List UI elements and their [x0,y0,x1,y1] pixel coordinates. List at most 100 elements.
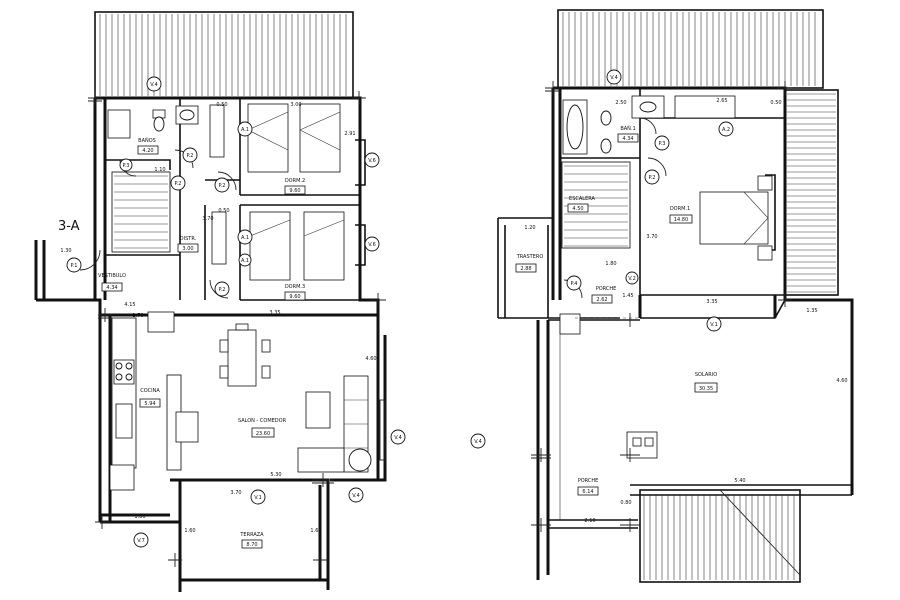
wardrobe-dorm2 [209,104,225,158]
tag-v4-upper: V.4 [610,75,618,81]
toilet [153,116,165,132]
dim-g-12: 3.70 [230,490,241,496]
bed-dorm1 [699,175,773,261]
room-labels: BAÑOS 4.20 DORM.2 9.60 DORM.3 9.60 DISTR… [98,125,718,549]
room-name-escalera: ESCALERA [569,196,595,202]
room-area-escalera: 4.50 [572,206,583,212]
dim-g-2: 1.10 [154,167,165,173]
door-swings-ground [79,149,237,299]
tag-v1-upper: V.1 [710,322,718,328]
upper-floor-plan [497,9,854,583]
dim-g-0: 0.50 [216,102,227,108]
tag-a1-b: A.1 [241,235,249,241]
element-tags: V.4 V.6 V.6 V.4 V.4 V.1 V.7 P.1 P.2 P.2 … [66,69,734,548]
dim-g-4: 2.91 [344,131,355,137]
dim-u-9: 5.40 [734,478,745,484]
dim-g-15: 1.60 [310,528,321,534]
tag-v1: V.1 [254,495,262,501]
room-area-porche-upper: 2.62 [596,297,607,303]
staircase-upper [561,161,631,249]
tag-p2-upper: P.2 [648,175,655,181]
room-area-vestibulo: 4.34 [106,285,117,291]
room-area-porche-lower: 6.14 [582,489,593,495]
dim-u-7: 3.70 [646,234,657,240]
room-name-porche-lower: PORCHE [578,478,599,484]
dim-g-9: 3.35 [269,310,280,316]
tag-v6-b: V.6 [368,242,376,248]
tag-v4-upper-side: V.4 [474,439,482,445]
room-area-solario: 30.35 [699,386,713,392]
tag-p3-upper: P.3 [658,141,665,147]
tag-p3: P.3 [122,163,129,169]
kitchen-units [109,311,199,491]
dim-g-5: 0.50 [218,208,229,214]
dim-u-0: 2.50 [615,100,626,106]
roof-hatching-upper [557,9,824,89]
dim-g-3: 1.30 [60,248,71,254]
dim-g-8: 1.70 [132,313,143,319]
tag-p2-d: P.2 [174,181,181,187]
dim-g-6: 3.70 [202,216,213,222]
roof-hatching-ground [94,11,354,99]
dim-u-6: 1.35 [806,308,817,314]
room-name-banos: BAÑOS [138,137,156,144]
staircase-ground [111,171,171,253]
room-name-distr: DISTR. [180,236,197,242]
room-name-vestibulo: VESTIBULO [98,273,126,279]
dim-u-3: 1.20 [524,225,535,231]
room-name-dorm3: DORM.3 [285,284,305,290]
dim-u-12: 1.45 [622,293,633,299]
beds-dorm2 [247,103,341,173]
room-area-cocina: 5.94 [144,401,155,407]
shower-tray [107,109,131,139]
tag-p2-c: P.2 [218,287,225,293]
dim-g-7: 4.15 [124,302,135,308]
room-area-banos: 4.20 [142,148,153,154]
sofa-set [297,375,372,473]
room-name-salon: SALON - COMEDOR [238,418,287,424]
room-area-dorm3: 9.60 [289,294,300,300]
room-name-cocina: COCINA [140,388,160,394]
tag-v4-top: V.4 [150,82,158,88]
dim-u-1: 2.65 [716,98,727,104]
dim-u-8: 4.60 [836,378,847,384]
tag-p2-b: P.2 [218,183,225,189]
room-name-dorm1: DORM.1 [670,206,690,212]
tag-v4-side: V.4 [394,435,402,441]
room-area-dorm1: 14.80 [674,217,688,223]
dim-u-10: 2.10 [584,518,595,524]
room-area-ban1: 4.34 [622,136,633,142]
dim-g-14: 1.60 [184,528,195,534]
room-name-solario: SOLARIO [695,372,717,378]
room-name-trastero: TRASTERO [516,254,544,260]
room-name-terraza: TERRAZA [239,532,264,538]
dim-u-5: 3.35 [706,299,717,305]
room-area-terraza: 8.70 [246,542,257,548]
room-area-distr: 3.00 [182,246,193,252]
barbecue [626,431,658,459]
ground-floor-plan: 3-A [34,11,387,592]
tag-v7: V.7 [137,538,145,544]
room-name-dorm2: DORM.2 [285,178,305,184]
dim-u-11: 0.80 [620,500,631,506]
beds-dorm3 [211,211,345,281]
tag-v6-a: V.6 [368,158,376,164]
room-name-porche-upper: PORCHE [596,286,617,292]
terrace-hatch-upper [639,489,801,583]
dining-table [219,323,271,387]
dim-g-11: 5.30 [270,472,281,478]
dimension-labels: 0.50 3.00 1.10 1.30 2.91 0.50 3.70 4.15 … [60,98,847,534]
room-area-trastero: 2.88 [520,266,531,272]
unit-label: 3-A [58,219,80,234]
dim-g-1: 3.00 [290,102,301,108]
column-markers-upper [531,81,792,532]
tag-p4: P.4 [570,281,577,287]
tag-a1-a: A.1 [241,127,249,133]
dim-g-13: 1.80 [134,514,145,520]
tag-v4-terr: V.4 [352,493,360,499]
dim-g-10: 4.60 [365,356,376,362]
tag-p1: P.1 [70,263,77,269]
dim-u-2: 0.50 [770,100,781,106]
tag-a2: A.2 [722,127,730,133]
